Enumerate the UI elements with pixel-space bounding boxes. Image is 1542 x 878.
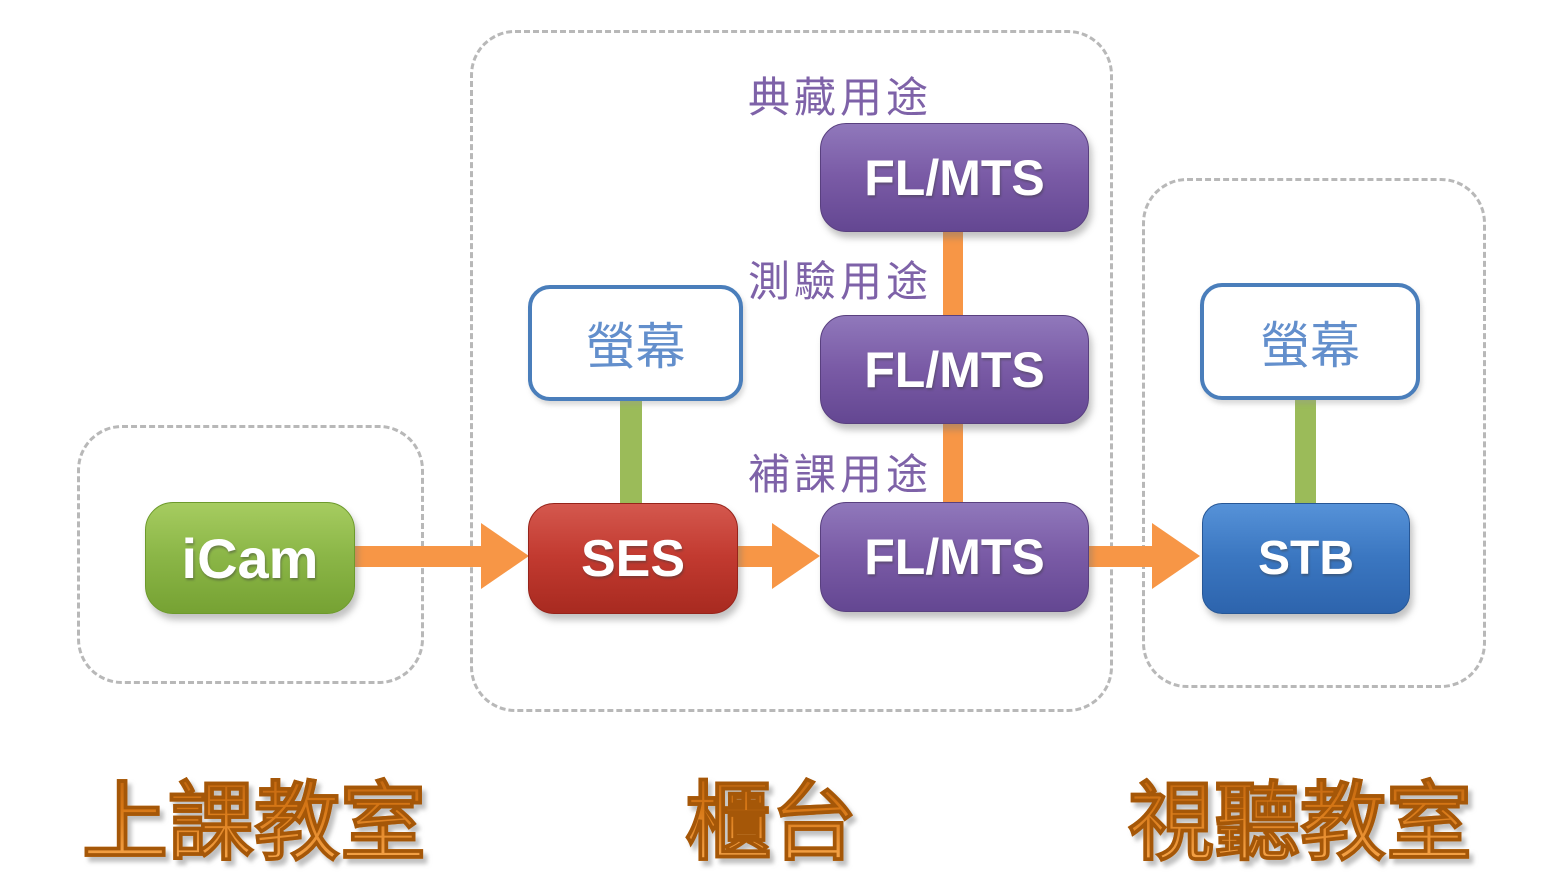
arrow-ses-flmts-head (772, 523, 820, 589)
annotation-archive-purpose: 典藏用途 (748, 74, 933, 121)
annotation-makeup-purpose: 補課用途 (748, 451, 933, 498)
connector-screen-stb (1295, 391, 1316, 504)
node-stb: STB (1202, 503, 1410, 614)
node-flmts-test: FL/MTS (820, 315, 1089, 424)
group-classroom-label: 上課教室 (82, 752, 427, 877)
node-screen-av: 螢幕 (1200, 283, 1420, 400)
node-screen-counter: 螢幕 (528, 285, 743, 401)
connector-flmts-test-makeup (943, 421, 963, 504)
group-counter-outline (470, 30, 1113, 712)
arrow-ses-flmts-body (736, 546, 774, 567)
node-flmts-archive: FL/MTS (820, 123, 1089, 232)
connector-flmts-archive-test (943, 229, 963, 317)
node-ses: SES (528, 503, 738, 614)
arrow-flmts-stb-head (1152, 523, 1200, 589)
connector-screen-ses (620, 392, 642, 504)
annotation-test-purpose: 測驗用途 (748, 258, 933, 305)
arrow-icam-ses-body (353, 546, 483, 567)
group-counter-label: 櫃台 (685, 752, 858, 877)
group-av-room-label: 視聽教室 (1128, 752, 1473, 877)
node-icam: iCam (145, 502, 355, 614)
arrow-flmts-stb-body (1087, 546, 1154, 567)
arrow-icam-ses-head (481, 523, 529, 589)
node-flmts-makeup: FL/MTS (820, 502, 1089, 612)
group-av-room-outline (1142, 178, 1486, 688)
